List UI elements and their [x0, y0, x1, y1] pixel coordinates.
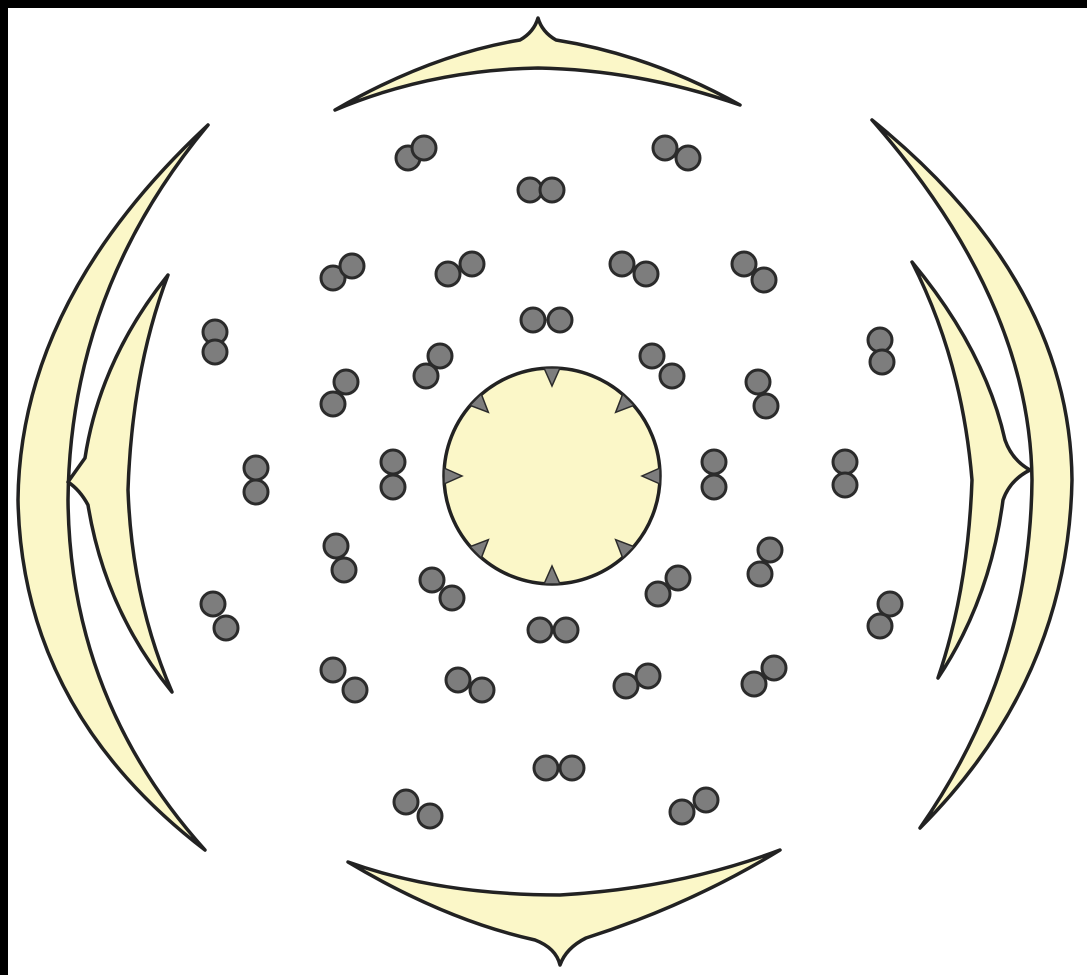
dot-pair	[381, 450, 405, 499]
dot	[870, 350, 894, 374]
dot	[321, 658, 345, 682]
dot-pair	[833, 450, 857, 497]
dot	[833, 473, 857, 497]
dot	[732, 252, 756, 276]
dot	[614, 674, 638, 698]
dot-pair	[244, 456, 268, 504]
dot	[460, 252, 484, 276]
dot	[440, 586, 464, 610]
dot-pair	[396, 136, 436, 170]
dot	[420, 568, 444, 592]
dot	[521, 308, 545, 332]
dot-pair	[321, 370, 358, 416]
dot	[446, 668, 470, 692]
dot-pair	[742, 656, 786, 696]
dot	[676, 146, 700, 170]
dot	[244, 456, 268, 480]
dot	[203, 340, 227, 364]
dot	[332, 558, 356, 582]
dot	[470, 678, 494, 702]
dot	[540, 178, 564, 202]
dot	[343, 678, 367, 702]
dot	[640, 344, 664, 368]
dot	[244, 480, 268, 504]
dot	[702, 475, 726, 499]
dot	[636, 664, 660, 688]
dot	[758, 538, 782, 562]
dot-pair	[446, 668, 494, 702]
dot	[324, 534, 348, 558]
dot	[518, 178, 542, 202]
dot-pair	[321, 658, 367, 702]
dot	[201, 592, 225, 616]
dot	[878, 592, 902, 616]
dot	[754, 394, 778, 418]
dot-pair	[732, 252, 776, 292]
dot-pair	[420, 568, 464, 610]
dot	[702, 450, 726, 474]
dot	[868, 328, 892, 352]
dot	[548, 308, 572, 332]
dot	[334, 370, 358, 394]
dot-pair	[610, 252, 658, 286]
dot-pair	[614, 664, 660, 698]
dot-pair	[521, 308, 572, 332]
dot	[534, 756, 558, 780]
dot-pair	[394, 790, 442, 828]
dot	[381, 475, 405, 499]
dot-pair	[436, 252, 484, 286]
dot	[554, 618, 578, 642]
dot	[414, 364, 438, 388]
dot-pair	[203, 320, 227, 364]
dot	[742, 672, 766, 696]
dot	[748, 562, 772, 586]
dot-pair	[518, 178, 564, 202]
dot	[694, 788, 718, 812]
dot	[412, 136, 436, 160]
dot-pair	[746, 370, 778, 418]
dot	[746, 370, 770, 394]
dot	[394, 790, 418, 814]
dot-pair	[201, 592, 238, 640]
dot	[762, 656, 786, 680]
dot	[610, 252, 634, 276]
dot	[340, 254, 364, 278]
dot-pair	[868, 328, 894, 374]
dot	[868, 614, 892, 638]
dot	[752, 268, 776, 292]
dot	[436, 262, 460, 286]
dot-pair	[324, 534, 356, 582]
dot	[418, 804, 442, 828]
dot	[646, 582, 670, 606]
dot	[214, 616, 238, 640]
dot-pair	[646, 566, 690, 606]
dot	[833, 450, 857, 474]
dot	[634, 262, 658, 286]
bottom-crescent-bracket	[348, 850, 780, 965]
dot	[528, 618, 552, 642]
dot-pair	[702, 450, 726, 499]
dot-pair	[748, 538, 782, 586]
dot-pair	[321, 254, 364, 290]
dot-pair	[653, 136, 700, 170]
top-crescent-bracket	[335, 18, 740, 110]
dot-pair	[868, 592, 902, 638]
dot-pair	[640, 344, 684, 388]
dot	[560, 756, 584, 780]
dot-pair	[670, 788, 718, 824]
dot	[653, 136, 677, 160]
dot	[381, 450, 405, 474]
dot	[666, 566, 690, 590]
dot	[660, 364, 684, 388]
dot-pair	[534, 756, 584, 780]
dot	[321, 392, 345, 416]
dot	[670, 800, 694, 824]
dot-pair	[414, 344, 452, 388]
dot-pair	[528, 618, 578, 642]
